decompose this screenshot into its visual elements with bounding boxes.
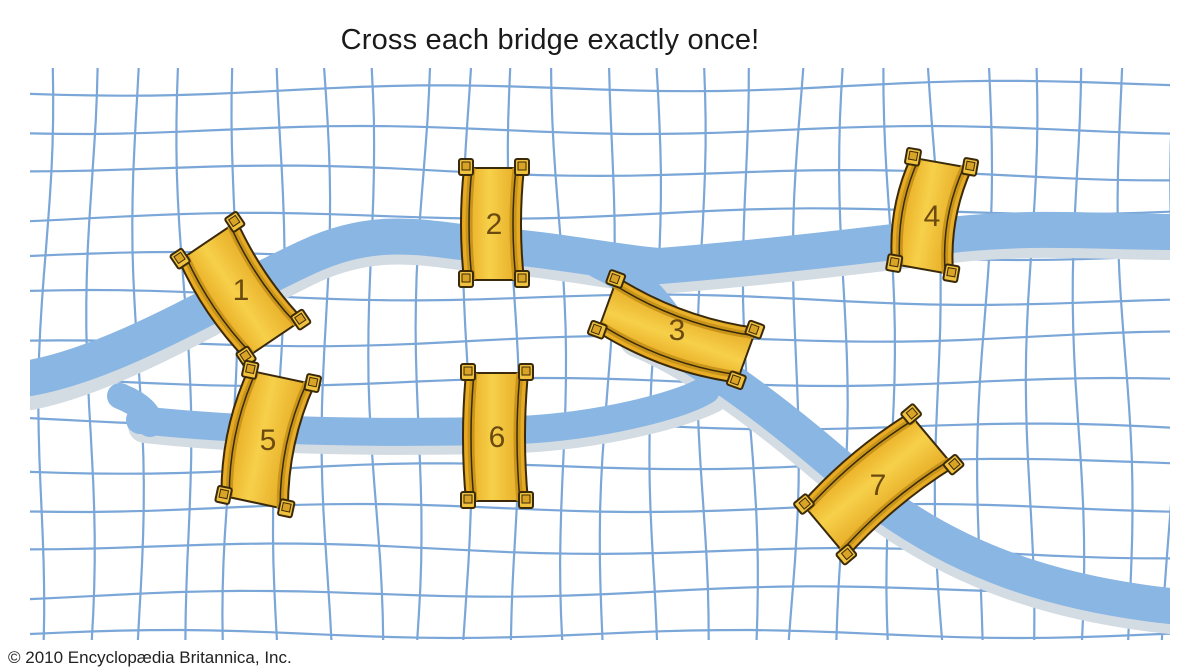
bridge-rail-edge — [806, 418, 915, 510]
bridge-rail-edge — [516, 372, 521, 502]
bridge-post-cap — [463, 366, 473, 376]
bridge-post-cap — [748, 323, 760, 336]
bridge-post-cap — [889, 256, 900, 268]
bridge-number-label: 6 — [489, 421, 506, 454]
bridge-post-cap — [218, 488, 230, 500]
bridge-number-label: 2 — [486, 208, 503, 241]
bridge-post-cap — [517, 161, 527, 171]
bridge-post-cap — [946, 267, 957, 278]
bridge-2[interactable]: 2 — [458, 158, 530, 288]
bridge-3[interactable]: 3 — [586, 269, 766, 393]
bridge-number-label: 4 — [924, 200, 941, 233]
bridge-post-cap — [729, 374, 742, 386]
bridge-post-cap — [965, 160, 976, 172]
bridge-post-cap — [239, 349, 252, 362]
bridge-post-cap — [461, 161, 471, 171]
bridge-post-cap — [840, 547, 854, 561]
copyright-credit: © 2010 Encyclopædia Britannica, Inc. — [8, 648, 292, 667]
bridge-number-label: 1 — [233, 274, 250, 307]
bridge-4[interactable]: 4 — [884, 147, 980, 284]
bridge-post-cap — [905, 407, 919, 420]
bridge-post-cap — [590, 323, 603, 336]
bridge-rail-edge — [841, 460, 950, 552]
bridge-rail-edge — [898, 158, 920, 266]
bridge-rail-edge — [470, 372, 475, 502]
bridge-post-cap — [245, 363, 256, 375]
bridge-number-label: 5 — [260, 424, 277, 457]
bridge-5[interactable]: 5 — [213, 359, 322, 519]
bridge-rail-edge — [184, 255, 253, 355]
bridge-post-cap — [228, 214, 241, 228]
bridge-rail-edge — [228, 371, 257, 498]
bridge-post-cap — [281, 501, 292, 513]
bridge-post-cap — [173, 251, 186, 265]
bridge-post-cap — [461, 273, 471, 283]
bridge-6[interactable]: 6 — [460, 363, 534, 509]
bridge-post-cap — [907, 150, 919, 162]
bridge-post-cap — [521, 494, 531, 504]
bridge-rail-edge — [229, 225, 297, 325]
bridge-post-cap — [948, 457, 961, 471]
bridge-rail-edge — [468, 167, 473, 281]
bridge-post-cap — [609, 272, 621, 285]
bridge-post-cap — [293, 312, 307, 326]
bridge-number-label: 3 — [669, 314, 686, 347]
bridge-rail-edge — [512, 167, 517, 281]
bridge-rail-edge — [279, 382, 308, 509]
diagram-title: Cross each bridge exactly once! — [340, 24, 760, 56]
bridge-post-cap — [798, 497, 812, 510]
bridge-rail-edge — [599, 323, 740, 376]
bridge-7[interactable]: 7 — [793, 403, 965, 566]
bridge-post-cap — [307, 376, 319, 388]
bridge-post-cap — [517, 273, 527, 283]
bridge-post-cap — [521, 366, 531, 376]
bridge-post-cap — [463, 494, 473, 504]
bridge-rail-edge — [614, 284, 754, 337]
bridge-1[interactable]: 1 — [169, 211, 312, 368]
bridge-rail-edge — [943, 166, 965, 274]
bridge-number-label: 7 — [870, 469, 887, 502]
